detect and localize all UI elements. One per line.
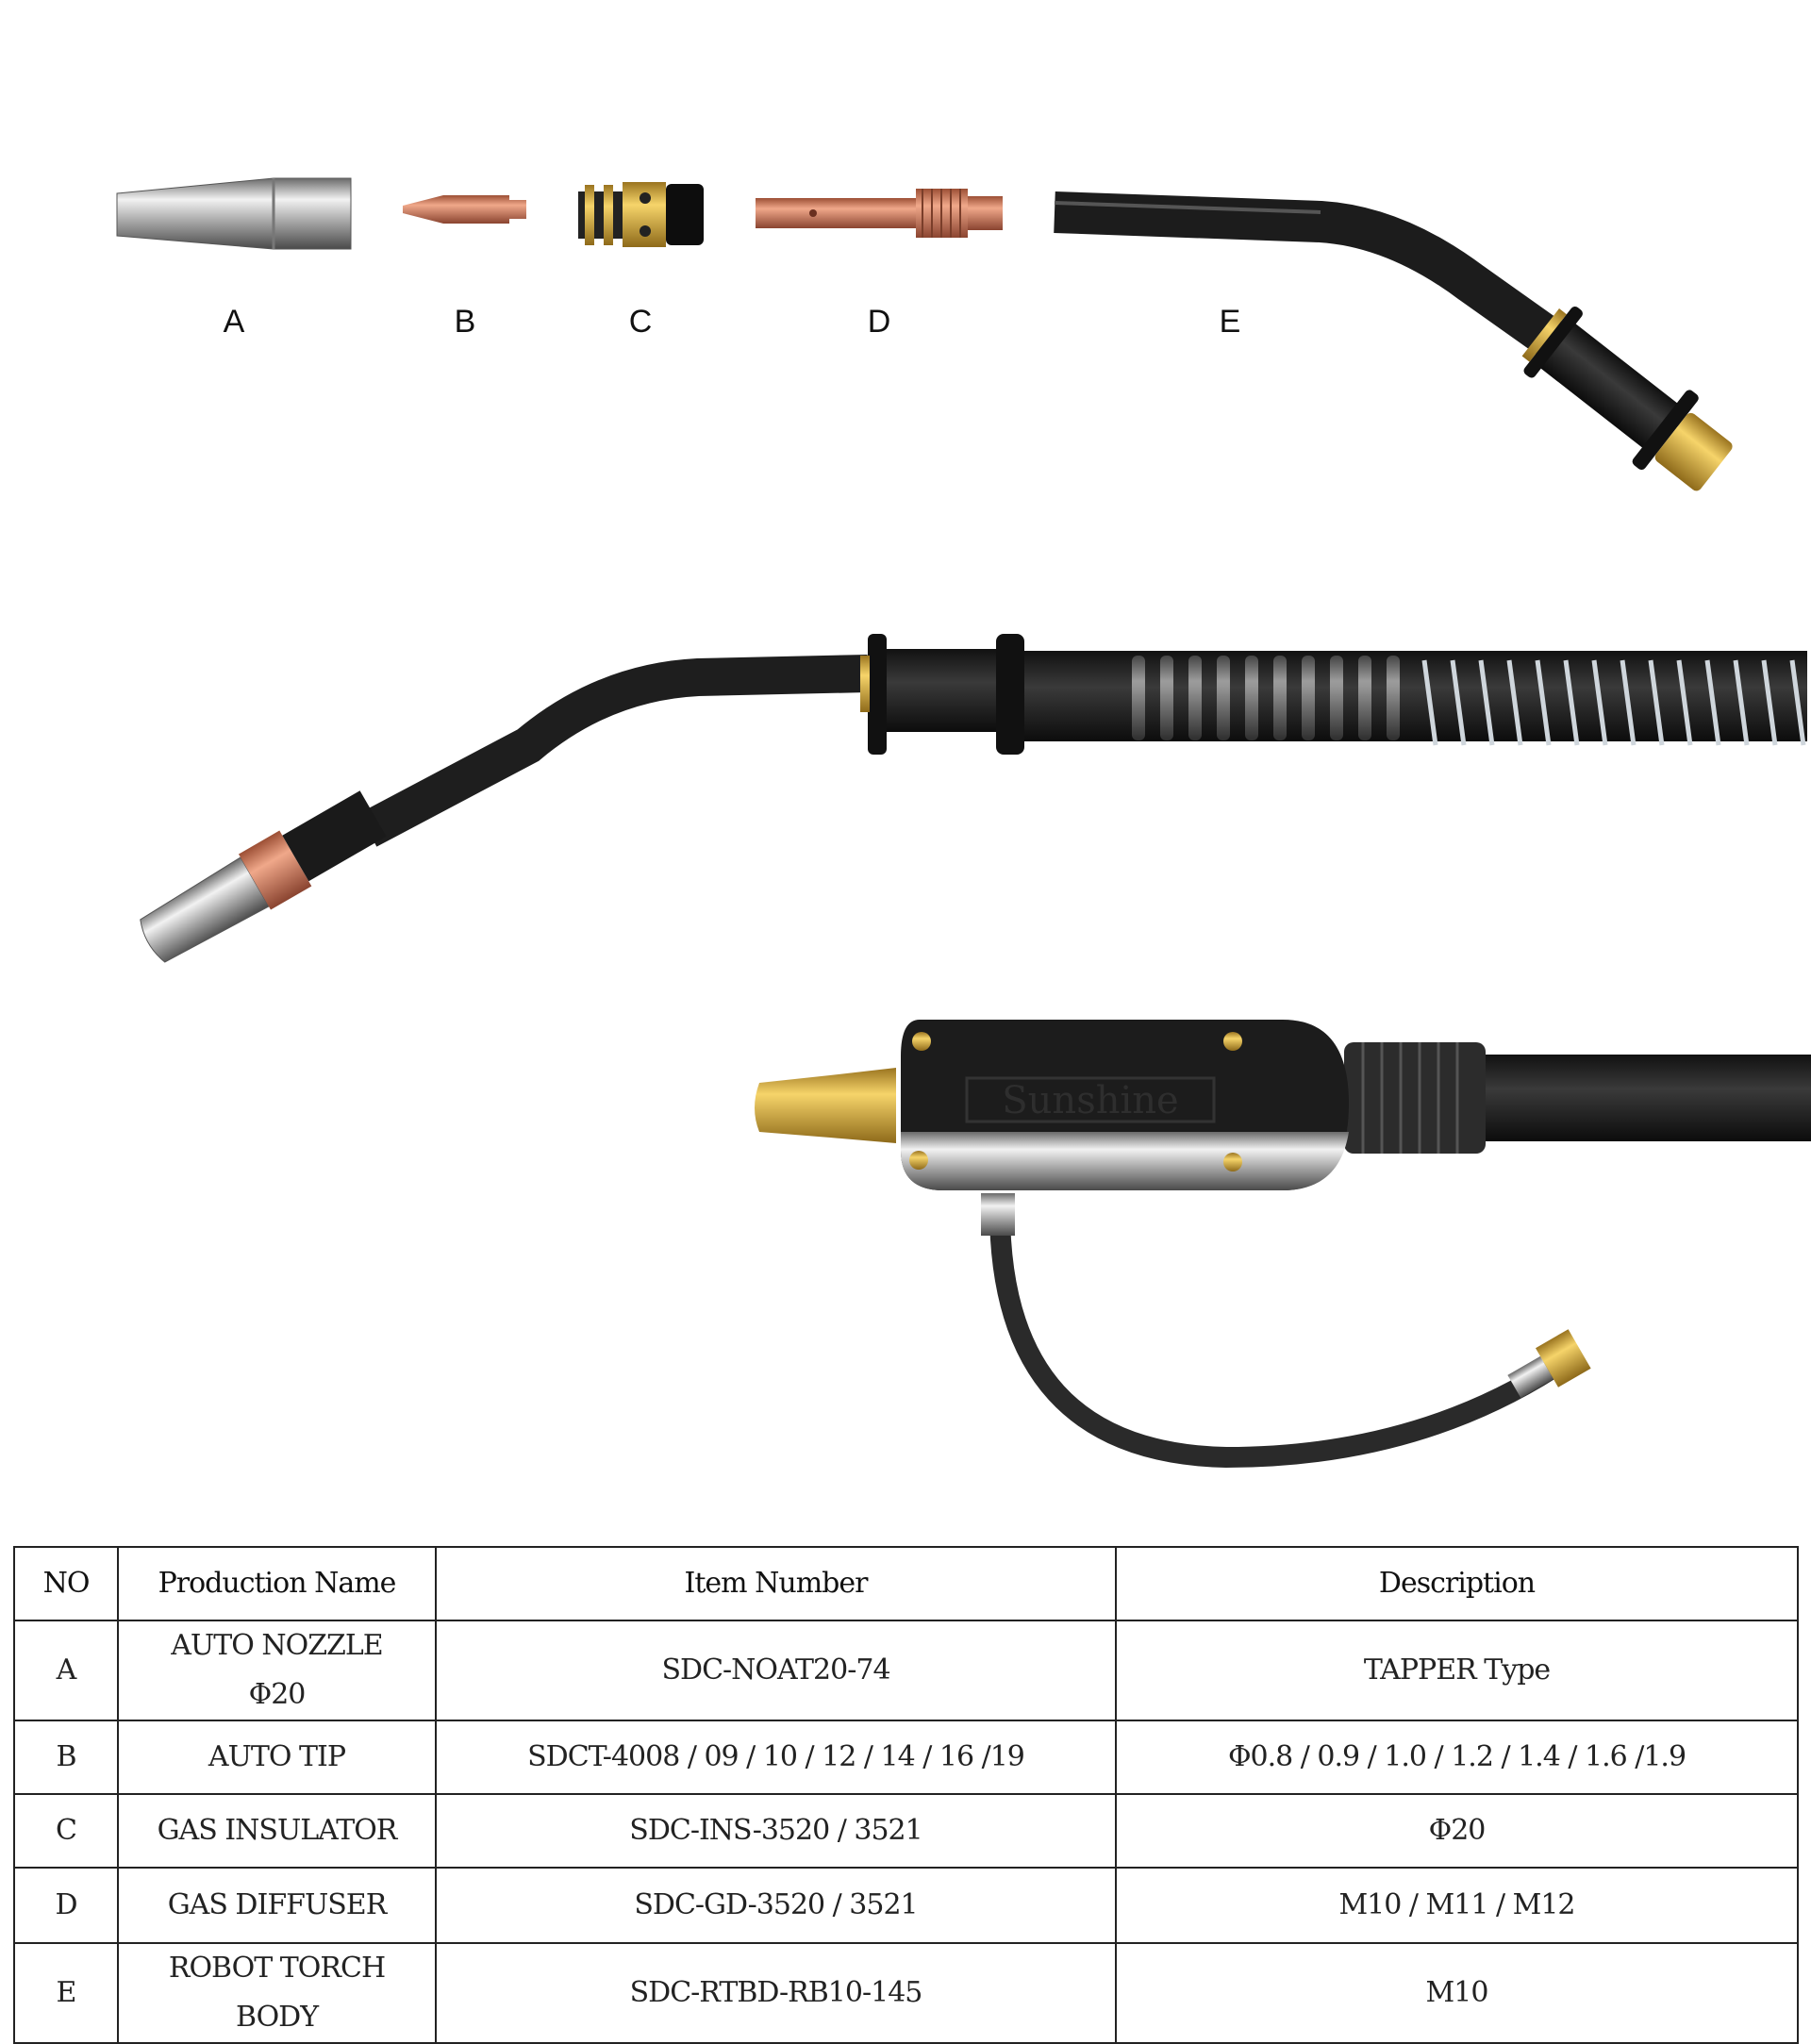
cell-no: C <box>13 1793 119 1869</box>
gas-insulator-part-c <box>578 182 704 247</box>
sunshine-logo: Sunshine <box>1002 1079 1178 1122</box>
table-header-row: NO Production Name Item Number Descripti… <box>13 1546 1799 1621</box>
gas-diffuser-part-d <box>756 189 1003 238</box>
torch-connector: Sunshine <box>755 1020 1811 1469</box>
cell-name: GAS DIFFUSER <box>117 1867 437 1944</box>
cell-no: A <box>13 1620 119 1721</box>
parts-table: NO Production Name Item Number Descripti… <box>13 1546 1799 2044</box>
table-row: D GAS DIFFUSER SDC-GD-3520 / 3521 M10 / … <box>13 1867 1799 1944</box>
cell-description: TAPPER Type <box>1115 1620 1799 1721</box>
name-line: Φ20 <box>248 1678 307 1711</box>
name-line: BODY <box>235 2001 319 2034</box>
cell-name: AUTO TIP <box>117 1720 437 1795</box>
part-label-e: E <box>1219 304 1241 340</box>
auto-nozzle-part-a <box>116 177 352 250</box>
table-row: E ROBOT TORCH BODY SDC-RTBD-RB10-145 M10 <box>13 1942 1799 2044</box>
cell-item-number: SDC-GD-3520 / 3521 <box>435 1867 1117 1944</box>
robot-torch-body-part-e <box>1054 191 1733 491</box>
cell-description: Φ0.8 / 0.9 / 1.0 / 1.2 / 1.4 / 1.6 /1.9 <box>1115 1720 1799 1795</box>
auto-tip-part-b <box>403 195 526 224</box>
assembled-torch <box>140 634 1807 963</box>
header-production-name: Production Name <box>117 1546 437 1621</box>
header-description: Description <box>1115 1546 1799 1621</box>
name-line: ROBOT TORCH <box>168 1952 386 1985</box>
part-label-a: A <box>223 304 245 340</box>
cell-description: Φ20 <box>1115 1793 1799 1869</box>
part-label-b: B <box>454 304 476 340</box>
table-row: B AUTO TIP SDCT-4008 / 09 / 10 / 12 / 14… <box>13 1720 1799 1795</box>
header-no: NO <box>13 1546 119 1621</box>
table-row: C GAS INSULATOR SDC-INS-3520 / 3521 Φ20 <box>13 1793 1799 1869</box>
part-label-c: C <box>628 304 653 340</box>
table-row: A AUTO NOZZLE Φ20 SDC-NOAT20-74 TAPPER Ty… <box>13 1620 1799 1721</box>
header-item-number: Item Number <box>435 1546 1117 1621</box>
cell-item-number: SDC-NOAT20-74 <box>435 1620 1117 1721</box>
cell-item-number: SDC-INS-3520 / 3521 <box>435 1793 1117 1869</box>
cell-description: M10 / M11 / M12 <box>1115 1867 1799 1944</box>
cell-no: B <box>13 1720 119 1795</box>
cell-item-number: SDCT-4008 / 09 / 10 / 12 / 14 / 16 /19 <box>435 1720 1117 1795</box>
name-line: AUTO NOZZLE <box>171 1629 383 1662</box>
cell-description: M10 <box>1115 1942 1799 2044</box>
cell-no: E <box>13 1942 119 2044</box>
part-label-d: D <box>867 304 891 340</box>
product-illustration: Sunshine <box>116 177 1811 1469</box>
cell-item-number: SDC-RTBD-RB10-145 <box>435 1942 1117 2044</box>
cell-no: D <box>13 1867 119 1944</box>
cell-name: GAS INSULATOR <box>117 1793 437 1869</box>
cell-name: AUTO NOZZLE Φ20 <box>117 1620 437 1721</box>
cell-name: ROBOT TORCH BODY <box>117 1942 437 2044</box>
